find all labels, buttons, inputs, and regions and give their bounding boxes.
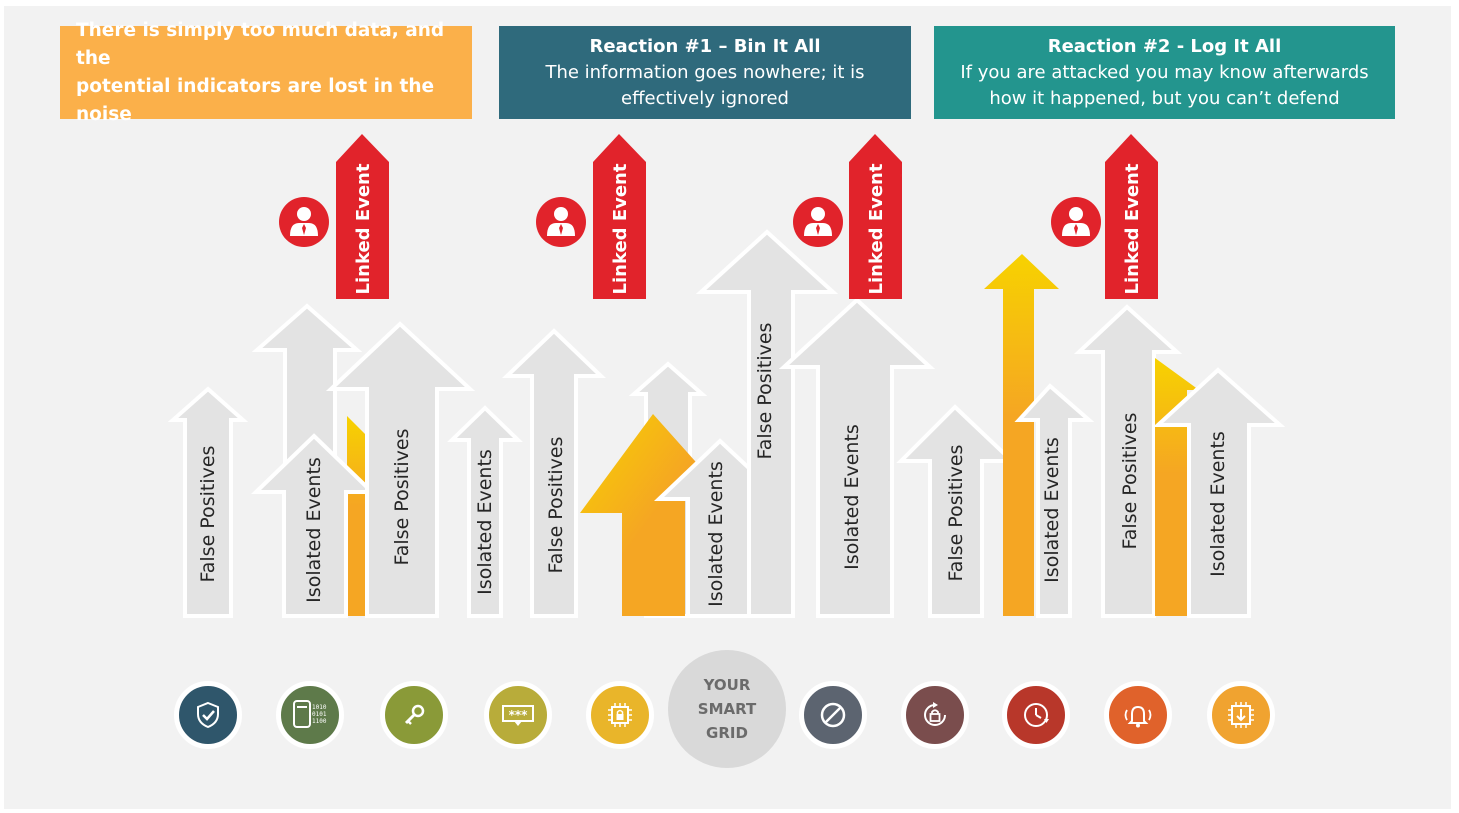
isolated-events-label: Isolated Events	[474, 449, 496, 595]
linked-event-shape	[336, 134, 389, 299]
isolated-events-label: Isolated Events	[303, 457, 325, 603]
shield-check-icon	[174, 681, 242, 749]
linked-event-label: Linked Event	[353, 163, 374, 294]
false-positives-label: False Positives	[545, 437, 567, 574]
grey-arrow	[695, 229, 839, 618]
bin-it-all-title: Reaction #1 – Bin It All	[589, 35, 821, 57]
key-icon	[380, 681, 448, 749]
chip-lock-icon	[586, 681, 654, 749]
linked-event-arrow: Linked Event	[336, 134, 389, 299]
log-it-all-title: Reaction #2 - Log It All	[1047, 35, 1282, 57]
linked-event-shape	[593, 134, 646, 299]
hub-line1: YOUR	[703, 676, 751, 694]
binary-text: 0101	[312, 711, 327, 718]
log-it-all-line2: how it happened, but you can’t defend	[989, 87, 1340, 109]
binary-text: 1010	[312, 704, 327, 711]
attacker-person-icon	[279, 197, 329, 247]
attacker-person-icon	[536, 197, 586, 247]
isolated-events-label: Isolated Events	[705, 461, 727, 607]
isolated-events-label: Isolated Events	[1207, 431, 1229, 577]
binary-text: 1100	[312, 718, 327, 725]
false-positives-label: False Positives	[391, 429, 413, 566]
linked-event-shape	[849, 134, 902, 299]
binary-data-icon: 1010 0101 1100	[276, 681, 344, 749]
linked-event-shape	[1105, 134, 1158, 299]
rotate-lock-icon	[901, 681, 969, 749]
orange-arrow	[984, 254, 1059, 616]
orange-arrow	[347, 416, 380, 616]
false-positives-label: False Positives	[1119, 413, 1141, 550]
grey-arrow	[1014, 383, 1095, 618]
grey-arrow	[1152, 367, 1286, 618]
hub-line2: SMART	[697, 700, 757, 718]
log-it-all-banner: Reaction #2 - Log It All If you are atta…	[934, 26, 1395, 119]
alarm-bell-icon	[1104, 681, 1172, 749]
bin-it-all-line1: The information goes nowhere; it is	[545, 61, 865, 83]
grey-arrow	[778, 297, 936, 618]
linked-event-arrow: Linked Event	[849, 134, 902, 299]
false-positives-label: False Positives	[754, 323, 776, 460]
grey-arrow	[1073, 304, 1183, 618]
linked-event-arrow: Linked Event	[1105, 134, 1158, 299]
linked-event-label: Linked Event	[610, 163, 631, 294]
linked-event-label: Linked Event	[1122, 163, 1143, 294]
grey-arrow	[167, 386, 249, 618]
arrow-group-3: False Positives Isolated Events False Po…	[896, 254, 1286, 618]
isolated-events-label: Isolated Events	[1041, 437, 1063, 583]
blocked-icon	[799, 681, 867, 749]
bin-it-all-line2: effectively ignored	[621, 87, 789, 109]
arrow-group-2: False Positives Isolated Events False Po…	[502, 229, 936, 618]
log-it-all-line1: If you are attacked you may know afterwa…	[960, 61, 1369, 83]
attacker-person-icon	[793, 197, 843, 247]
noise-banner: There is simply too much data, and the p…	[60, 20, 472, 125]
orange-arrow	[580, 414, 728, 616]
noise-banner-line2: potential indicators are lost in the noi…	[76, 75, 435, 125]
grey-arrow	[447, 405, 523, 618]
bin-it-all-banner: Reaction #1 – Bin It All The information…	[499, 26, 911, 119]
attacker-person-icon	[1051, 197, 1101, 247]
clock-refresh-icon	[1002, 681, 1070, 749]
arrow-group-1: False Positives Isolated Events False Po…	[167, 303, 523, 618]
noise-banner-line1: There is simply too much data, and the	[76, 19, 445, 69]
smart-grid-hub: YOUR SMART GRID	[668, 650, 786, 768]
download-icon	[1207, 681, 1275, 749]
linked-event-label: Linked Event	[866, 163, 887, 294]
isolated-events-label: Isolated Events	[841, 424, 863, 570]
grey-arrow	[502, 328, 606, 618]
hub-line3: GRID	[706, 724, 748, 742]
grey-arrow	[325, 321, 476, 618]
false-positives-label: False Positives	[197, 446, 219, 583]
false-positives-label: False Positives	[945, 445, 967, 582]
linked-event-arrow: Linked Event	[593, 134, 646, 299]
password-text: ***	[509, 708, 529, 722]
password-icon: ***	[484, 681, 552, 749]
